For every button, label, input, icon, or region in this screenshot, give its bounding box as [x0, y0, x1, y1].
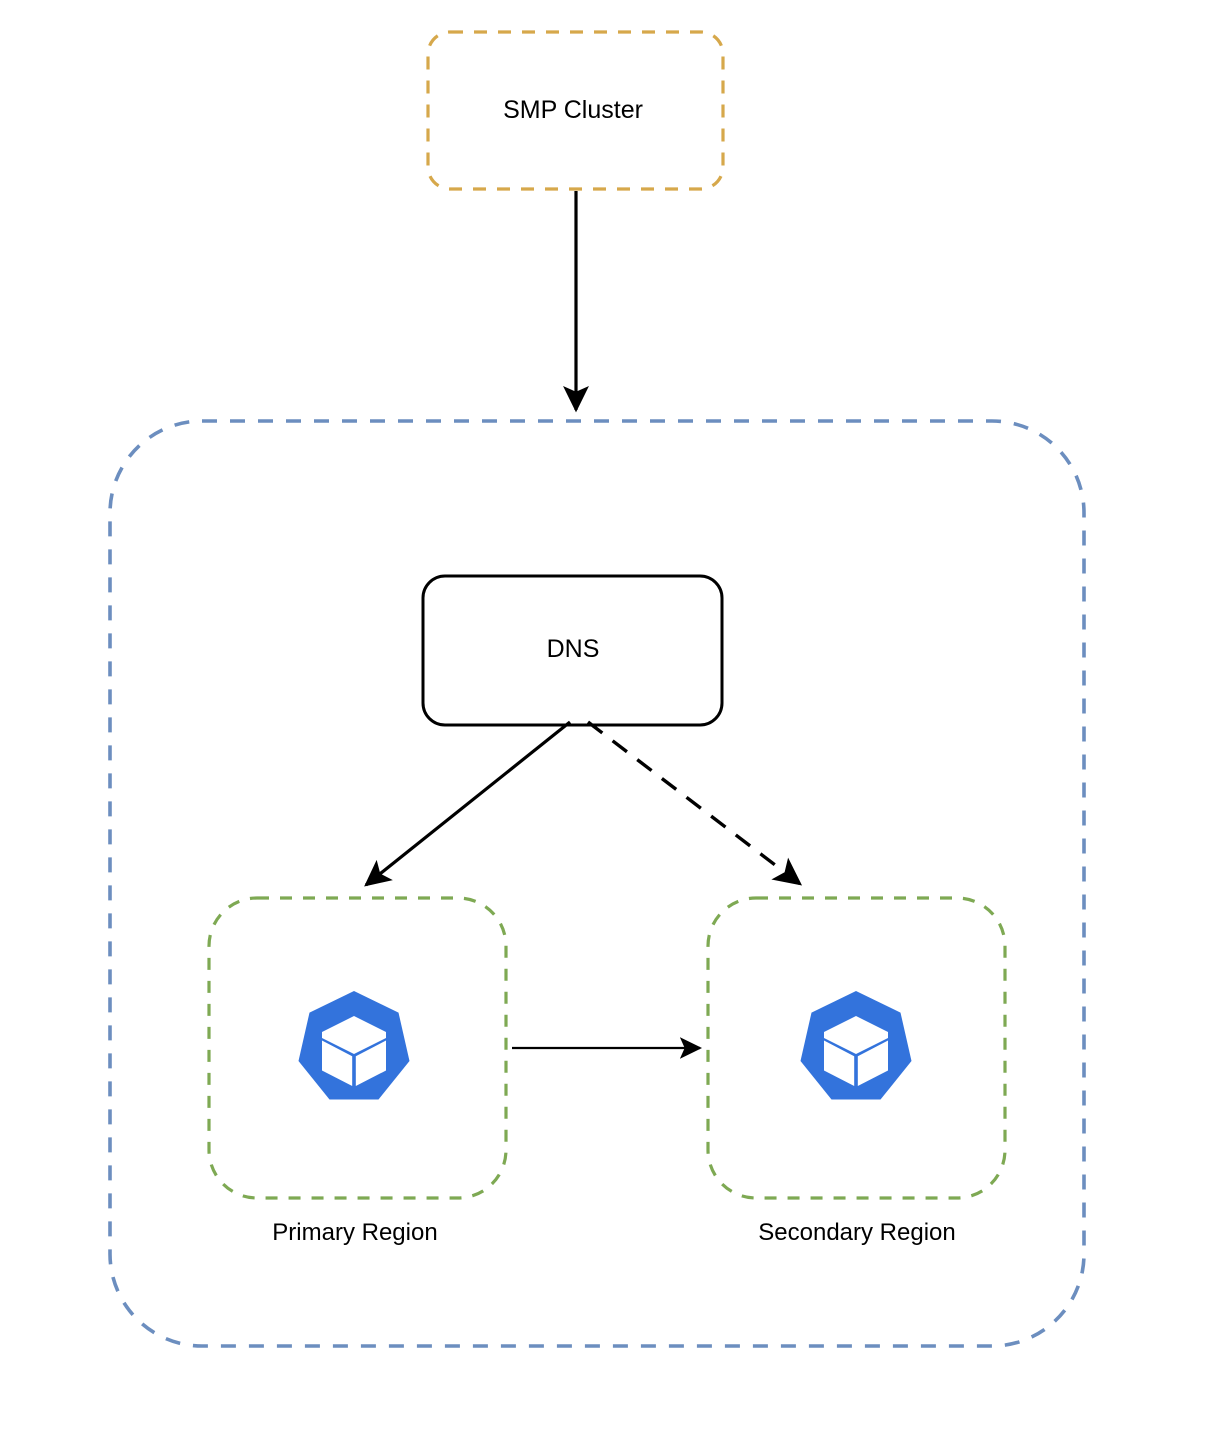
dns-label: DNS [546, 635, 600, 663]
primary-region-label: Primary Region [272, 1219, 438, 1246]
kubernetes-icon [800, 991, 912, 1100]
edge-dns-to-secondary-region [586, 720, 803, 886]
smp-cluster-label: SMP Cluster [503, 96, 643, 124]
primary-region-box[interactable] [207, 896, 508, 1200]
secondary-region-label: Secondary Region [758, 1219, 956, 1246]
secondary-region-box[interactable] [706, 896, 1007, 1200]
kubernetes-icon [298, 991, 410, 1100]
platform-boundary-box[interactable] [108, 419, 1086, 1348]
dns-box[interactable] [421, 574, 724, 727]
edge-dns-to-primary-region [364, 720, 571, 887]
smp-cluster-box[interactable] [426, 30, 725, 191]
